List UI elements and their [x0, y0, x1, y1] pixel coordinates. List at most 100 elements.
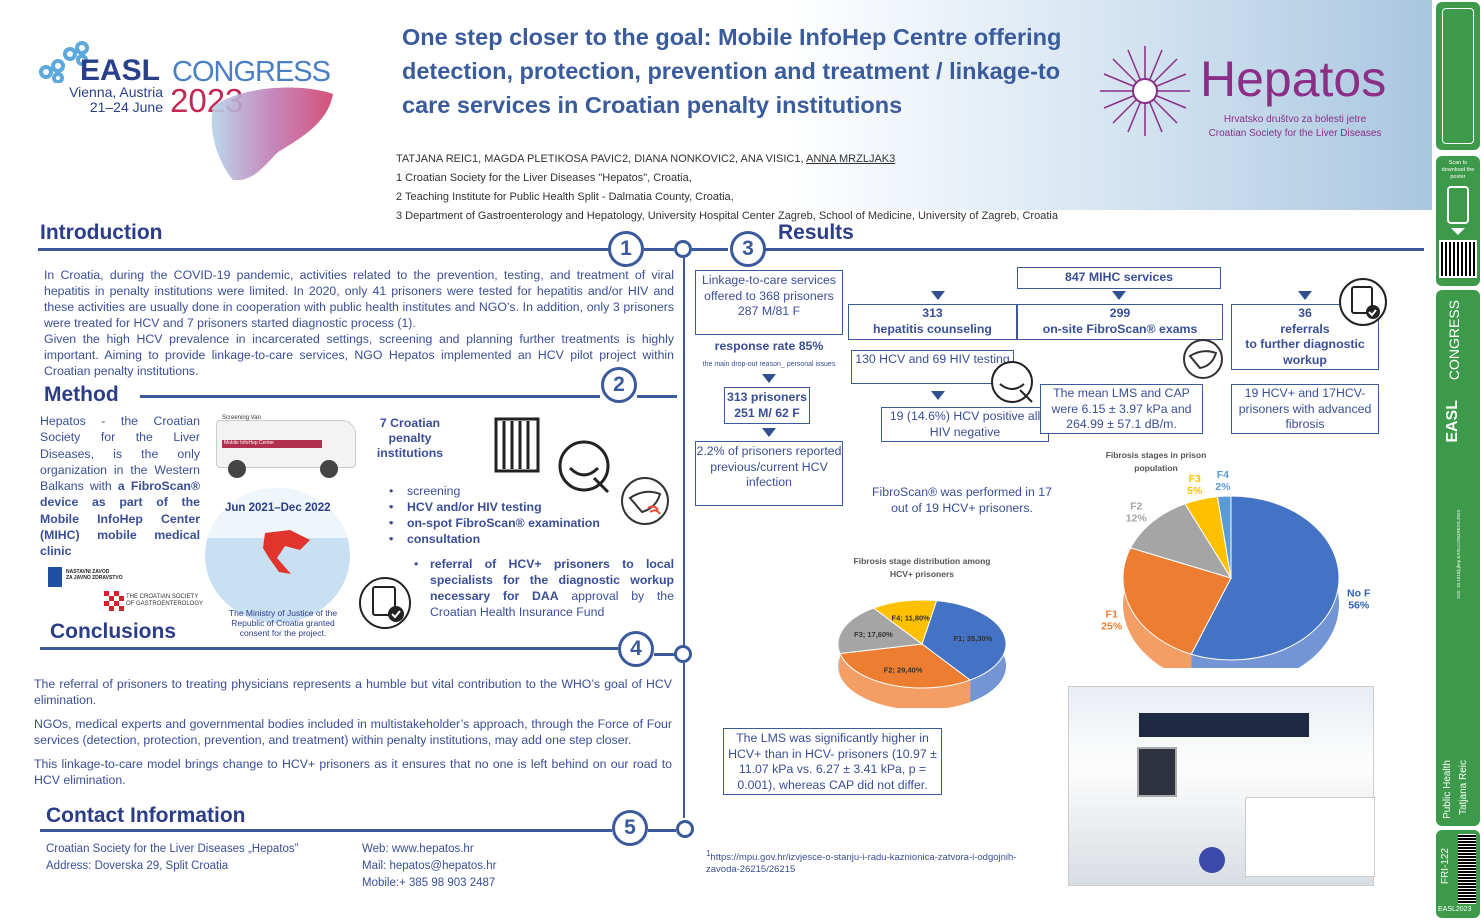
chart-title-line: Fibrosis stages in prison: [1106, 450, 1207, 460]
phone-icon: [1447, 186, 1469, 224]
footnote-link[interactable]: https://mpu.gov.hr/izvjesce-o-stanju-i-r…: [706, 852, 1017, 876]
step-circle-1: 1: [608, 231, 644, 267]
offered-box: Linkage-to-care services offered to 368 …: [695, 270, 843, 335]
step-circle-5: 5: [612, 810, 648, 846]
dropout-reason: the main drop-out reason_ personal issue…: [702, 361, 836, 368]
pie-data-label: 25%: [1101, 621, 1123, 633]
van-label-2: Mobile InfoHep Center: [222, 440, 322, 448]
center-divider: [683, 258, 685, 818]
positive-box: 19 (14.6%) HCV positive all HIV negative: [881, 407, 1049, 442]
pie-slice: [1122, 547, 1232, 655]
arrow-down-icon: [1298, 291, 1312, 300]
screening-van: Screening Van Mobile InfoHep Center: [212, 412, 360, 482]
contact-mail[interactable]: Mail: hepatos@hepatos.hr: [362, 860, 497, 872]
tests-box: 130 HCV and 69 HIV testing: [851, 350, 1014, 384]
clipboard-check-icon: [359, 577, 411, 629]
bullet-item: • consultation: [389, 532, 481, 546]
hepatos-logo: Hepatos Hrvatsko društvo za bolesti jetr…: [1092, 42, 1402, 142]
conclusions-text: The referral of prisoners to treating ph…: [34, 676, 672, 788]
significance-box: The LMS was significantly higher in HCV+…: [723, 728, 942, 795]
referral-bold: referral of HCV+ prisoners to local spec…: [430, 557, 674, 603]
sidebar-code-text: FRI-122: [1440, 848, 1451, 885]
footnote: 1https://mpu.gov.hr/izvjesce-o-stanju-i-…: [706, 849, 1017, 876]
method-bullets: • screening • HCV and/or HIV testing • o…: [389, 483, 600, 547]
conclusions-p2: NGOs, medical experts and governmental b…: [34, 717, 672, 747]
authors: TATJANA REIC1, MAGDA PLETIKOSA PAVIC2, D…: [396, 153, 806, 165]
method-text: Hepatos - the Croatian Society for the L…: [40, 413, 200, 560]
pie-slice: [872, 599, 938, 645]
pie-data-label: F3; 17,60%: [854, 630, 893, 639]
hepatos-name: Hepatos: [1200, 51, 1387, 107]
advanced-box: 19 HCV+ and 17HCV-prisoners with advance…: [1231, 384, 1379, 434]
affiliation-1: 1 Croatian Society for the Liver Disease…: [396, 172, 692, 184]
contact-line: [40, 829, 612, 832]
scan-text: Scan to download the poster: [1441, 160, 1475, 180]
chart-title-line: HCV+ prisoners: [890, 569, 954, 579]
chart-title-line: Fibrosis stage distribution among: [854, 556, 991, 566]
ministry-note: The Ministry of Justice of the Republic …: [228, 608, 338, 638]
throat-swab-icon: [558, 440, 610, 494]
pie-data-label: 12%: [1126, 513, 1148, 525]
response-rate: response rate 85%: [714, 339, 824, 353]
gastro-checker-icon: [104, 591, 124, 611]
croatia-shape: [263, 530, 310, 574]
gastro-logo: THE CROATIAN SOCIETY OF GASTROENTEROLOGY: [104, 591, 203, 616]
author-underlined[interactable]: ANNA MRZLJAK3: [805, 153, 896, 165]
congress-label: CONGRESS: [172, 56, 331, 88]
referral-text: •referral of HCV+ prisoners to local spe…: [414, 557, 674, 619]
pie-data-label: F4; 11,80%: [891, 613, 930, 622]
pie-data-label: F2; 29,40%: [884, 665, 923, 674]
contact-web[interactable]: Web: www.hepatos.hr: [362, 843, 474, 855]
throat-swab-icon: [991, 361, 1033, 403]
pie-data-label: 2%: [1215, 481, 1231, 493]
pie-slice-side: [839, 653, 971, 708]
connector: [654, 653, 676, 656]
lms-box: The mean LMS and CAP were 6.15 ± 3.97 kP…: [1040, 384, 1203, 434]
hepatos-star-icon: [1100, 46, 1190, 136]
contact-right: Web: www.hepatos.hr Mail: hepatos@hepato…: [362, 841, 496, 892]
pie-data-label: F4: [1217, 469, 1229, 481]
qr-code[interactable]: [1439, 240, 1477, 278]
connector: [648, 829, 676, 832]
pie-data-label: 56%: [1348, 600, 1370, 612]
arrow-down-icon: [931, 391, 945, 400]
pie-data-label: F2: [1130, 501, 1142, 513]
liver-scan-icon: [1183, 339, 1223, 379]
poster-title: One step closer to the goal: Mobile Info…: [402, 24, 1062, 118]
pie-slice-side: [1123, 547, 1192, 668]
croatia-map: [205, 488, 350, 623]
step-circle-3: 3: [730, 231, 766, 267]
connector-ring: [674, 645, 692, 663]
method-text-a: Hepatos - the Croatian Society for the L…: [40, 414, 200, 494]
liver-scan-icon: [621, 477, 669, 525]
intro-p2: Given the high HCV prevalence in incarce…: [44, 332, 674, 378]
intro-text: In Croatia, during the COVID-19 pandemic…: [44, 267, 674, 379]
pie-data-label: F1; 35,30%: [953, 634, 992, 643]
conclusions-p3: This linkage-to-care model brings change…: [34, 757, 672, 787]
arrow-down-icon: [1112, 291, 1126, 300]
sidebar-scan: Scan to download the poster: [1436, 156, 1480, 286]
referral-rest: approval by the Croatian Health Insuranc…: [430, 589, 674, 619]
sidebar-easl: EASL: [1444, 400, 1461, 443]
sidebar-congress: CONGRESS: [1446, 300, 1462, 381]
bullet-item: • HCV and/or HIV testing: [389, 500, 542, 514]
connector-ring: [674, 240, 692, 258]
connector: [692, 248, 728, 251]
reported-box: 2.2% of prisoners reported previous/curr…: [695, 441, 843, 506]
contact-mobile: Mobile:+ 385 98 903 2487: [362, 877, 496, 889]
method-text-b: a FibroScan® device as part of the Mobil…: [40, 479, 201, 559]
intro-heading: Introduction: [40, 221, 163, 244]
pie-data-label: No F: [1347, 588, 1371, 600]
contact-address: Address: Doverska 29, Split Croatia: [46, 860, 229, 872]
arrow-down-icon: [1451, 228, 1465, 235]
step-circle-2: 2: [601, 367, 637, 403]
intro-line: [38, 248, 610, 251]
results-heading: Results: [778, 221, 854, 244]
chart-hcv-fibrosis: Fibrosis stage distribution among HCV+ p…: [837, 556, 1007, 708]
connector: [637, 395, 677, 398]
contact-org: Croatian Society for the Liver Diseases …: [46, 843, 299, 855]
performed-text: FibroScan® was performed in 17 out of 19…: [872, 485, 1052, 515]
